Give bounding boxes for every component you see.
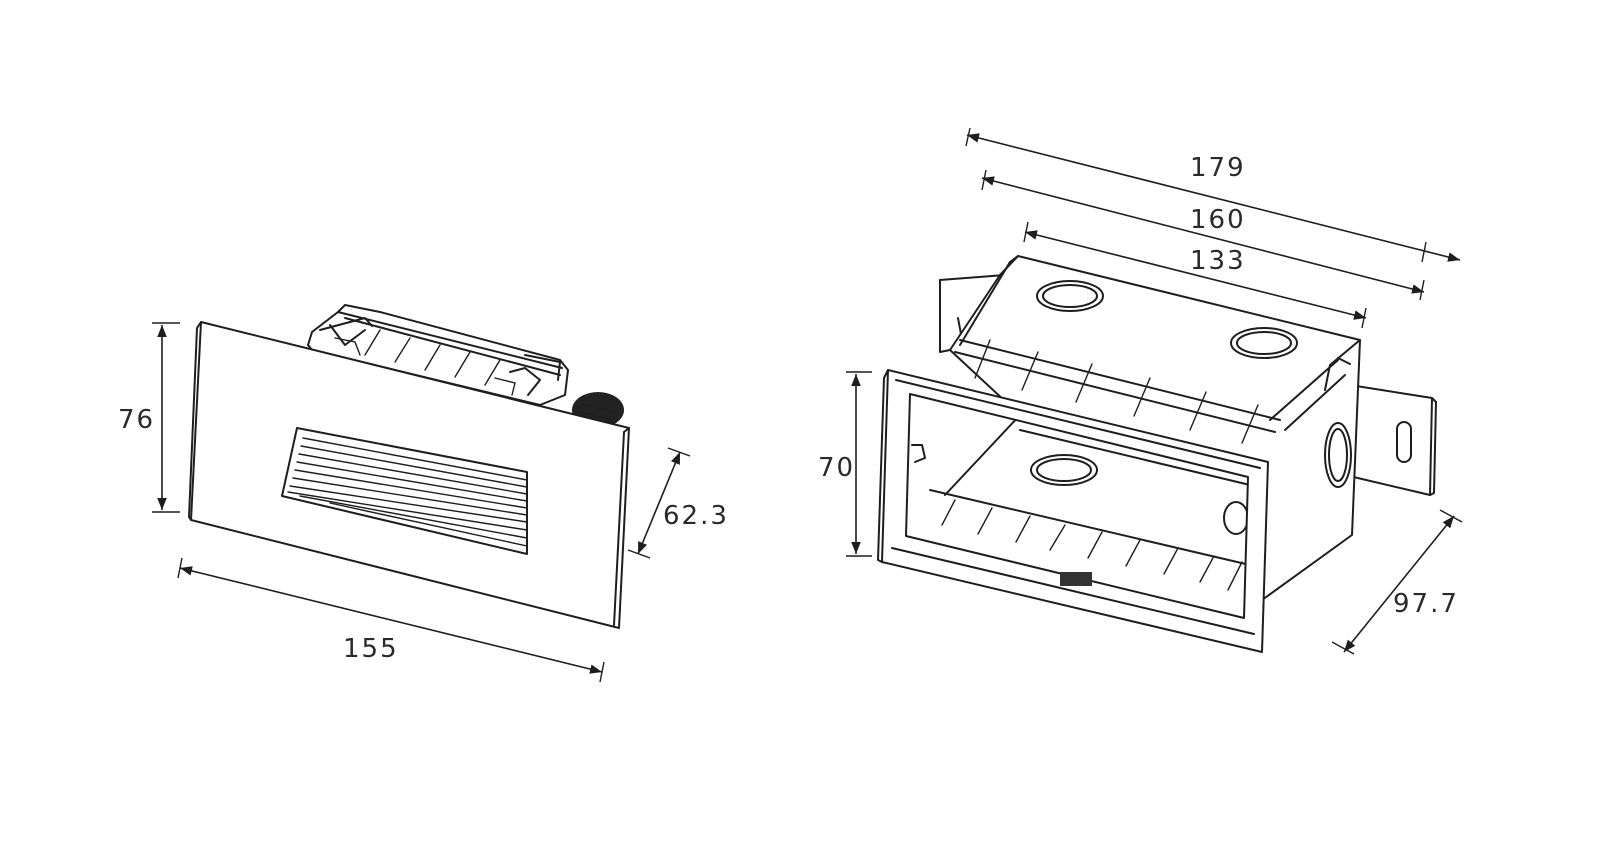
- dimension-box-length: 133: [1023, 221, 1367, 329]
- dimension-label-179: 179: [1190, 153, 1246, 183]
- cover-plate-drawing: 76 62.3 155: [118, 304, 729, 683]
- cover-plate-rear-housing: [307, 304, 569, 406]
- dimension-box-overall-length: 179: [965, 127, 1461, 263]
- dimension-box-height: 70: [818, 371, 872, 557]
- dimension-label-97-7: 97.7: [1393, 589, 1459, 619]
- dimension-cover-height: 76: [118, 322, 180, 513]
- cover-plate-louvre: [281, 427, 528, 555]
- dimension-label-76: 76: [118, 405, 155, 435]
- mounting-box-interior: [929, 339, 1281, 591]
- mounting-box-drawing: 179 160 133 70 97.7: [818, 127, 1463, 655]
- dimension-label-133: 133: [1190, 246, 1246, 276]
- mounting-box-right-tab: [1344, 384, 1437, 496]
- dimension-label-160: 160: [1190, 205, 1246, 235]
- dimension-cover-width: 155: [177, 557, 605, 683]
- mounting-box-body: [949, 255, 1361, 601]
- dimension-label-70: 70: [818, 453, 855, 483]
- dimension-cover-depth: 62.3: [627, 447, 729, 559]
- mounting-box-front-frame: [877, 369, 1269, 653]
- dimension-label-62-3: 62.3: [663, 501, 729, 531]
- dimension-label-155: 155: [343, 634, 399, 664]
- dimension-box-depth: 97.7: [1331, 509, 1463, 655]
